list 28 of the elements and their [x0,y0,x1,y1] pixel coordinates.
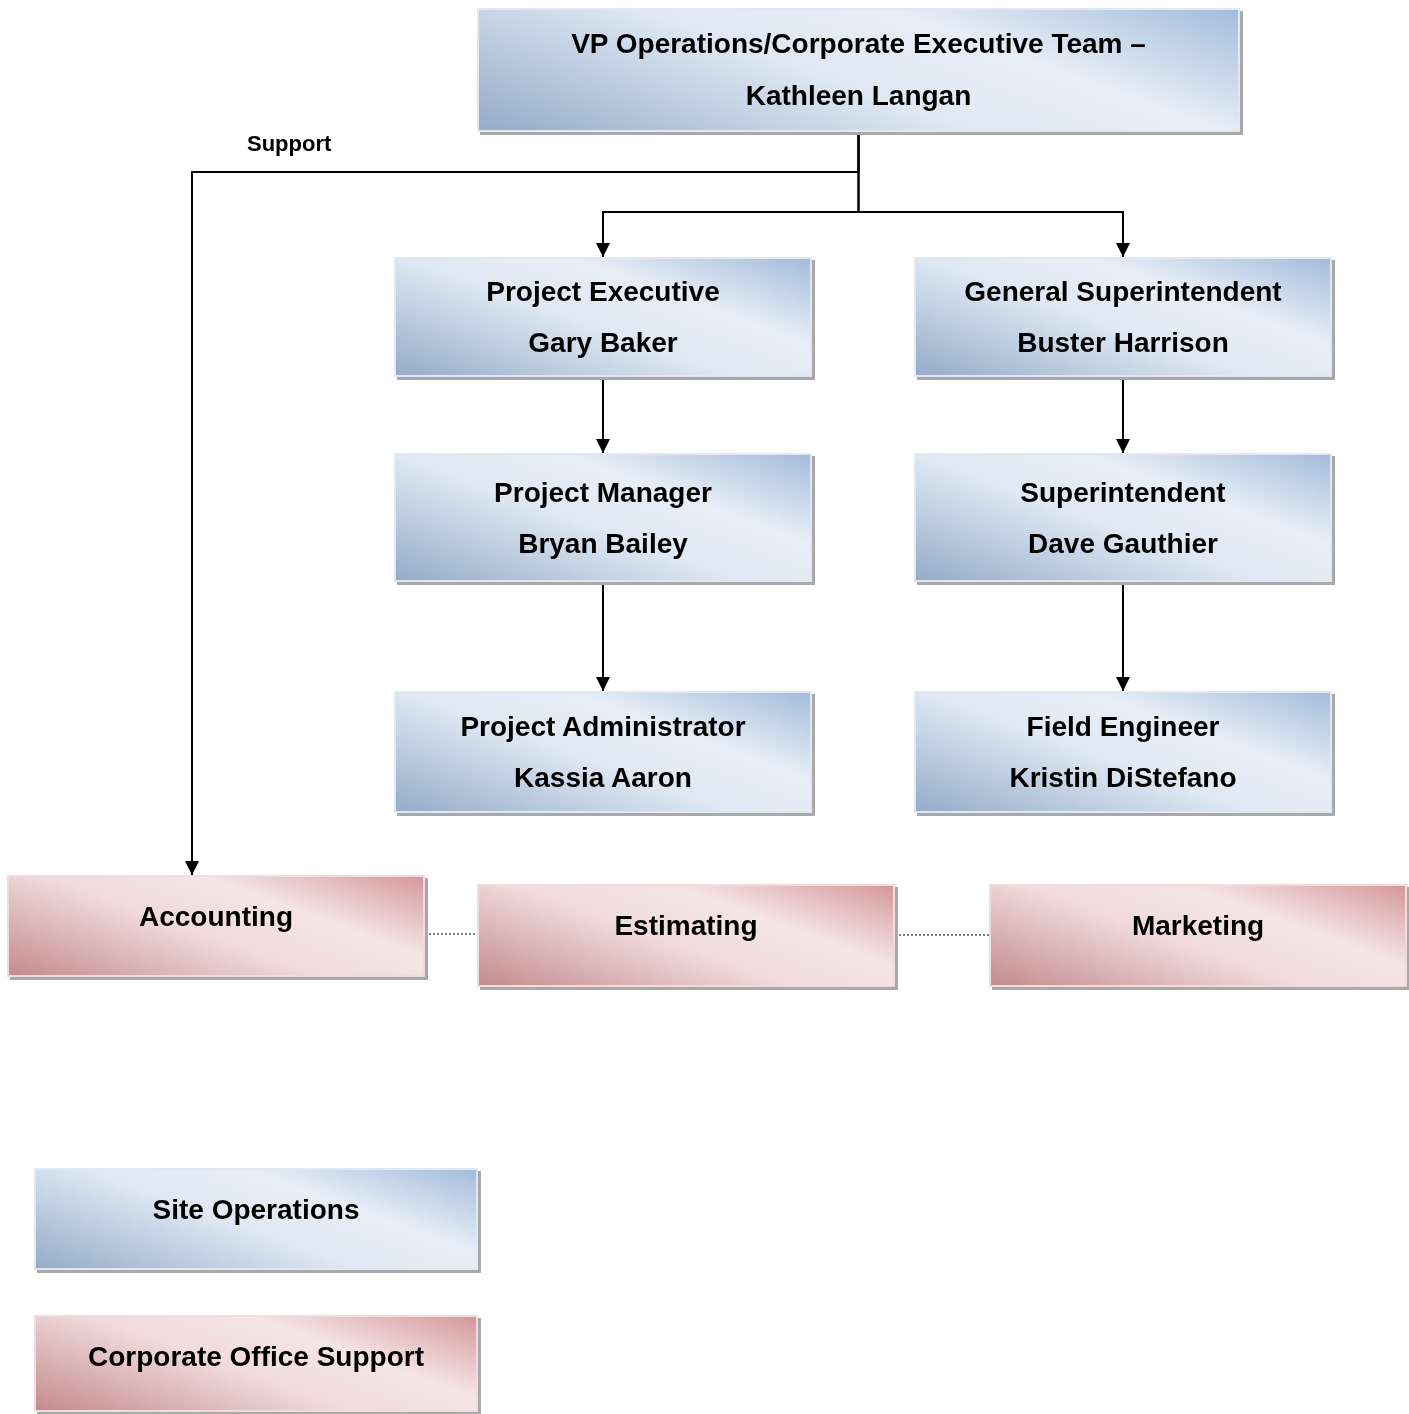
org-box [989,884,1407,987]
org-box [477,884,895,987]
box-label: Accounting [139,900,293,934]
box-label: VP Operations/Corporate Executive Team – Kathleen Langan [570,27,1147,113]
person-name: Bryan Bailey [518,526,688,561]
role-title: Field Engineer [1026,710,1220,744]
legend-label: Site Operations [152,1193,360,1227]
person-name: Dave Gauthier [1028,526,1218,561]
role-title: Project Executive [486,275,720,309]
org-box [7,875,425,977]
person-name: Kassia Aaron [514,761,692,795]
box-label: Marketing [1131,909,1265,943]
person-name: Kristin DiStefano [1009,761,1237,795]
legend-label: Corporate Office Support [88,1340,424,1374]
org-box [394,691,812,813]
org-box [394,257,812,377]
role-title: Superintendent [1020,475,1226,510]
person-name: Buster Harrison [1017,326,1229,360]
org-box [477,8,1240,132]
org-box [914,453,1332,582]
org-box [914,691,1332,813]
box-label: Estimating [614,909,758,943]
role-title: General Superintendent [964,275,1282,309]
org-box [914,257,1332,377]
role-title: Project Administrator [460,710,746,744]
role-title: Project Manager [494,475,712,510]
org-box [394,453,812,582]
person-name: Gary Baker [528,326,678,360]
